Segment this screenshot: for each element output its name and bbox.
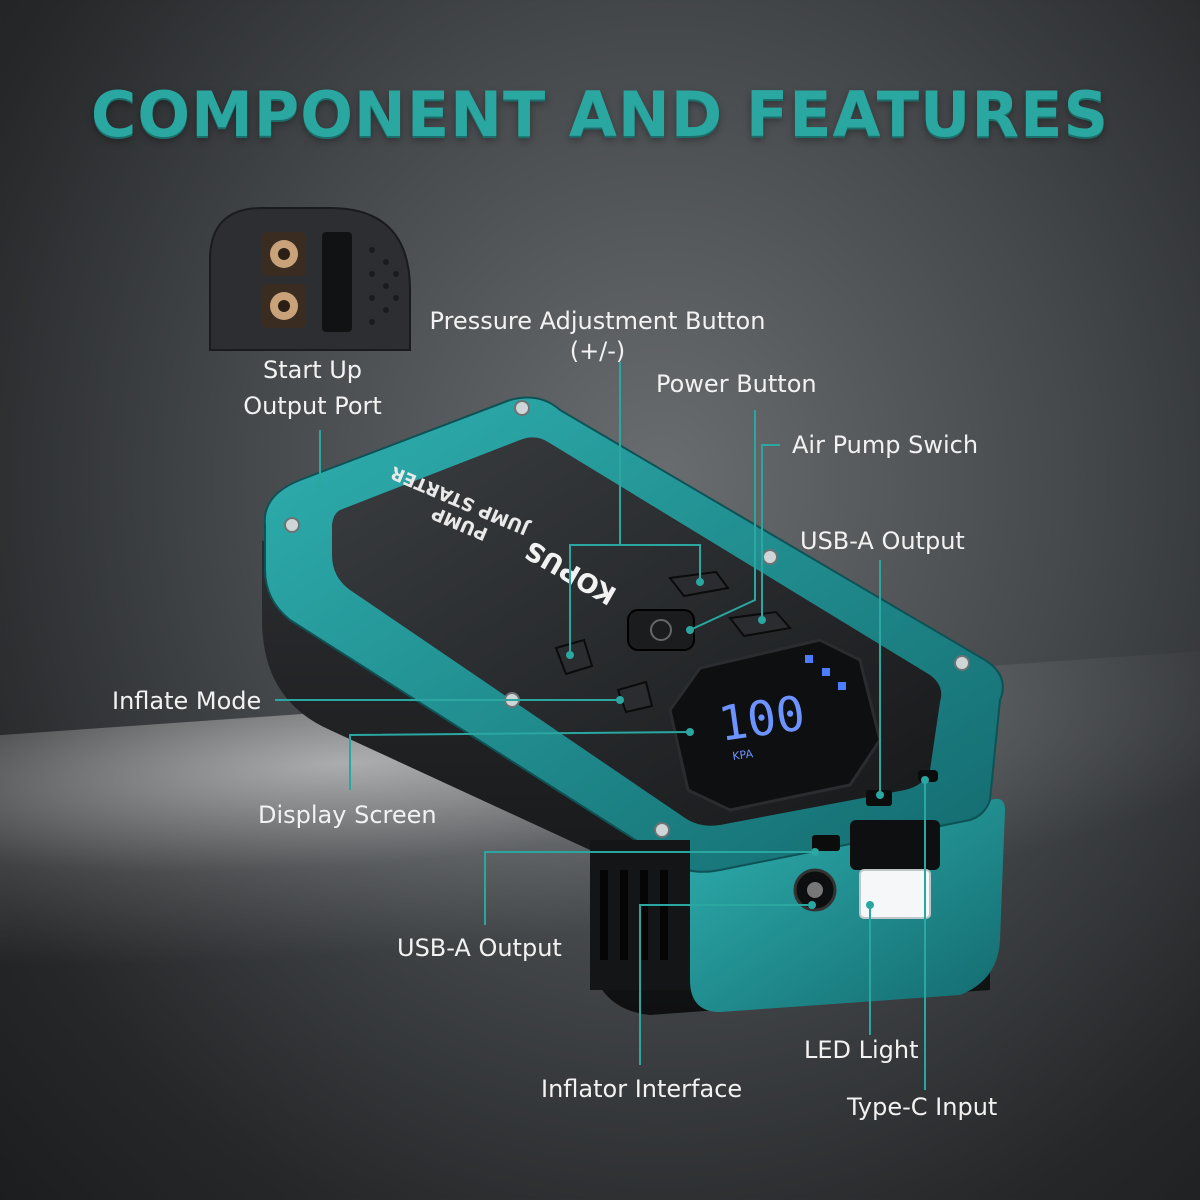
label-pressure-line2: (+/-) [569,337,626,365]
display-screen [668,638,882,812]
label-display-screen: Display Screen [258,801,437,829]
label-led-light: LED Light [804,1036,919,1064]
status-icon [822,668,830,676]
inflate-mode-button[interactable] [616,680,654,714]
callout-lines [275,362,926,1090]
label-usb-a-top: USB-A Output [800,527,965,555]
usb-a-port-bottom [812,835,840,851]
led-light [859,869,931,919]
label-power-button: Power Button [656,370,817,398]
display-unit: KPA [732,747,755,763]
label-startup-line1: Start Up [262,356,363,384]
startup-port-inset [209,207,411,351]
label-inflator-interface: Inflator Interface [541,1075,743,1103]
label-type-c-input: Type-C Input [847,1093,998,1121]
air-pump-switch-button[interactable] [728,610,792,638]
status-icon [805,655,813,663]
label-air-pump-switch: Air Pump Swich [792,431,979,459]
power-icon [650,619,672,641]
label-startup-line2: Output Port [243,392,382,420]
power-button[interactable] [627,609,695,651]
label-pressure-adjustment: Pressure Adjustment Button (+/-) [420,303,775,369]
label-startup-port: Start Up Output Port [230,352,395,424]
label-usb-a-bottom: USB-A Output [397,934,562,962]
port-cover [850,820,940,870]
status-icon [838,682,846,690]
inflator-port-center [807,882,823,898]
label-inflate-mode: Inflate Mode [112,687,262,715]
callout-dots [316,481,929,909]
jump-starter-device: 100 KPA KOPUS JUMP STARTER PUMP [262,396,1005,1015]
page-title: COMPONENT AND FEATURES [90,78,1110,151]
display-reading: 100 [715,685,809,753]
pressure-minus-button[interactable] [554,638,594,676]
label-pressure-line1: Pressure Adjustment Button [429,307,766,335]
